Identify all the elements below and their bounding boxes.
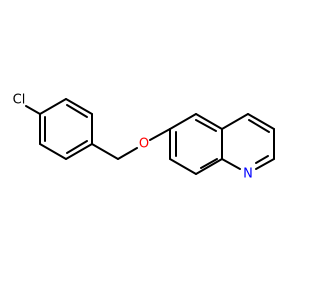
bond bbox=[221, 158, 241, 170]
nitrogen-atom-label: N bbox=[243, 167, 253, 182]
double-bond-inner bbox=[66, 104, 88, 118]
double-bond-inner bbox=[248, 119, 270, 133]
chlorine-atom-label: Cl bbox=[13, 93, 26, 108]
chlorophenyl-ring bbox=[39, 98, 93, 160]
double-bond-inner bbox=[255, 155, 269, 164]
double-bond-inner bbox=[195, 119, 217, 132]
bond bbox=[221, 113, 249, 130]
bond bbox=[195, 113, 223, 130]
c-cl-bond bbox=[25, 105, 41, 115]
oxygen-atom-label: O bbox=[139, 137, 149, 152]
ch2-o-bond bbox=[117, 147, 138, 160]
bond bbox=[169, 158, 197, 175]
ring-ch2-bond bbox=[91, 143, 119, 160]
bond bbox=[39, 143, 67, 160]
bond bbox=[169, 113, 197, 130]
bond bbox=[255, 158, 275, 170]
quinoline-benzo-ring bbox=[169, 113, 223, 175]
double-bond-inner bbox=[200, 158, 218, 169]
quinoline-pyridine-ring bbox=[221, 113, 275, 170]
bond bbox=[195, 158, 223, 175]
double-bond-inner bbox=[66, 140, 88, 154]
bond bbox=[65, 143, 93, 160]
o-quinoline-bond bbox=[149, 128, 171, 141]
bond bbox=[39, 98, 67, 115]
molecule-structure: Cl O N bbox=[13, 93, 275, 182]
bond bbox=[247, 113, 275, 130]
bond bbox=[65, 98, 93, 115]
